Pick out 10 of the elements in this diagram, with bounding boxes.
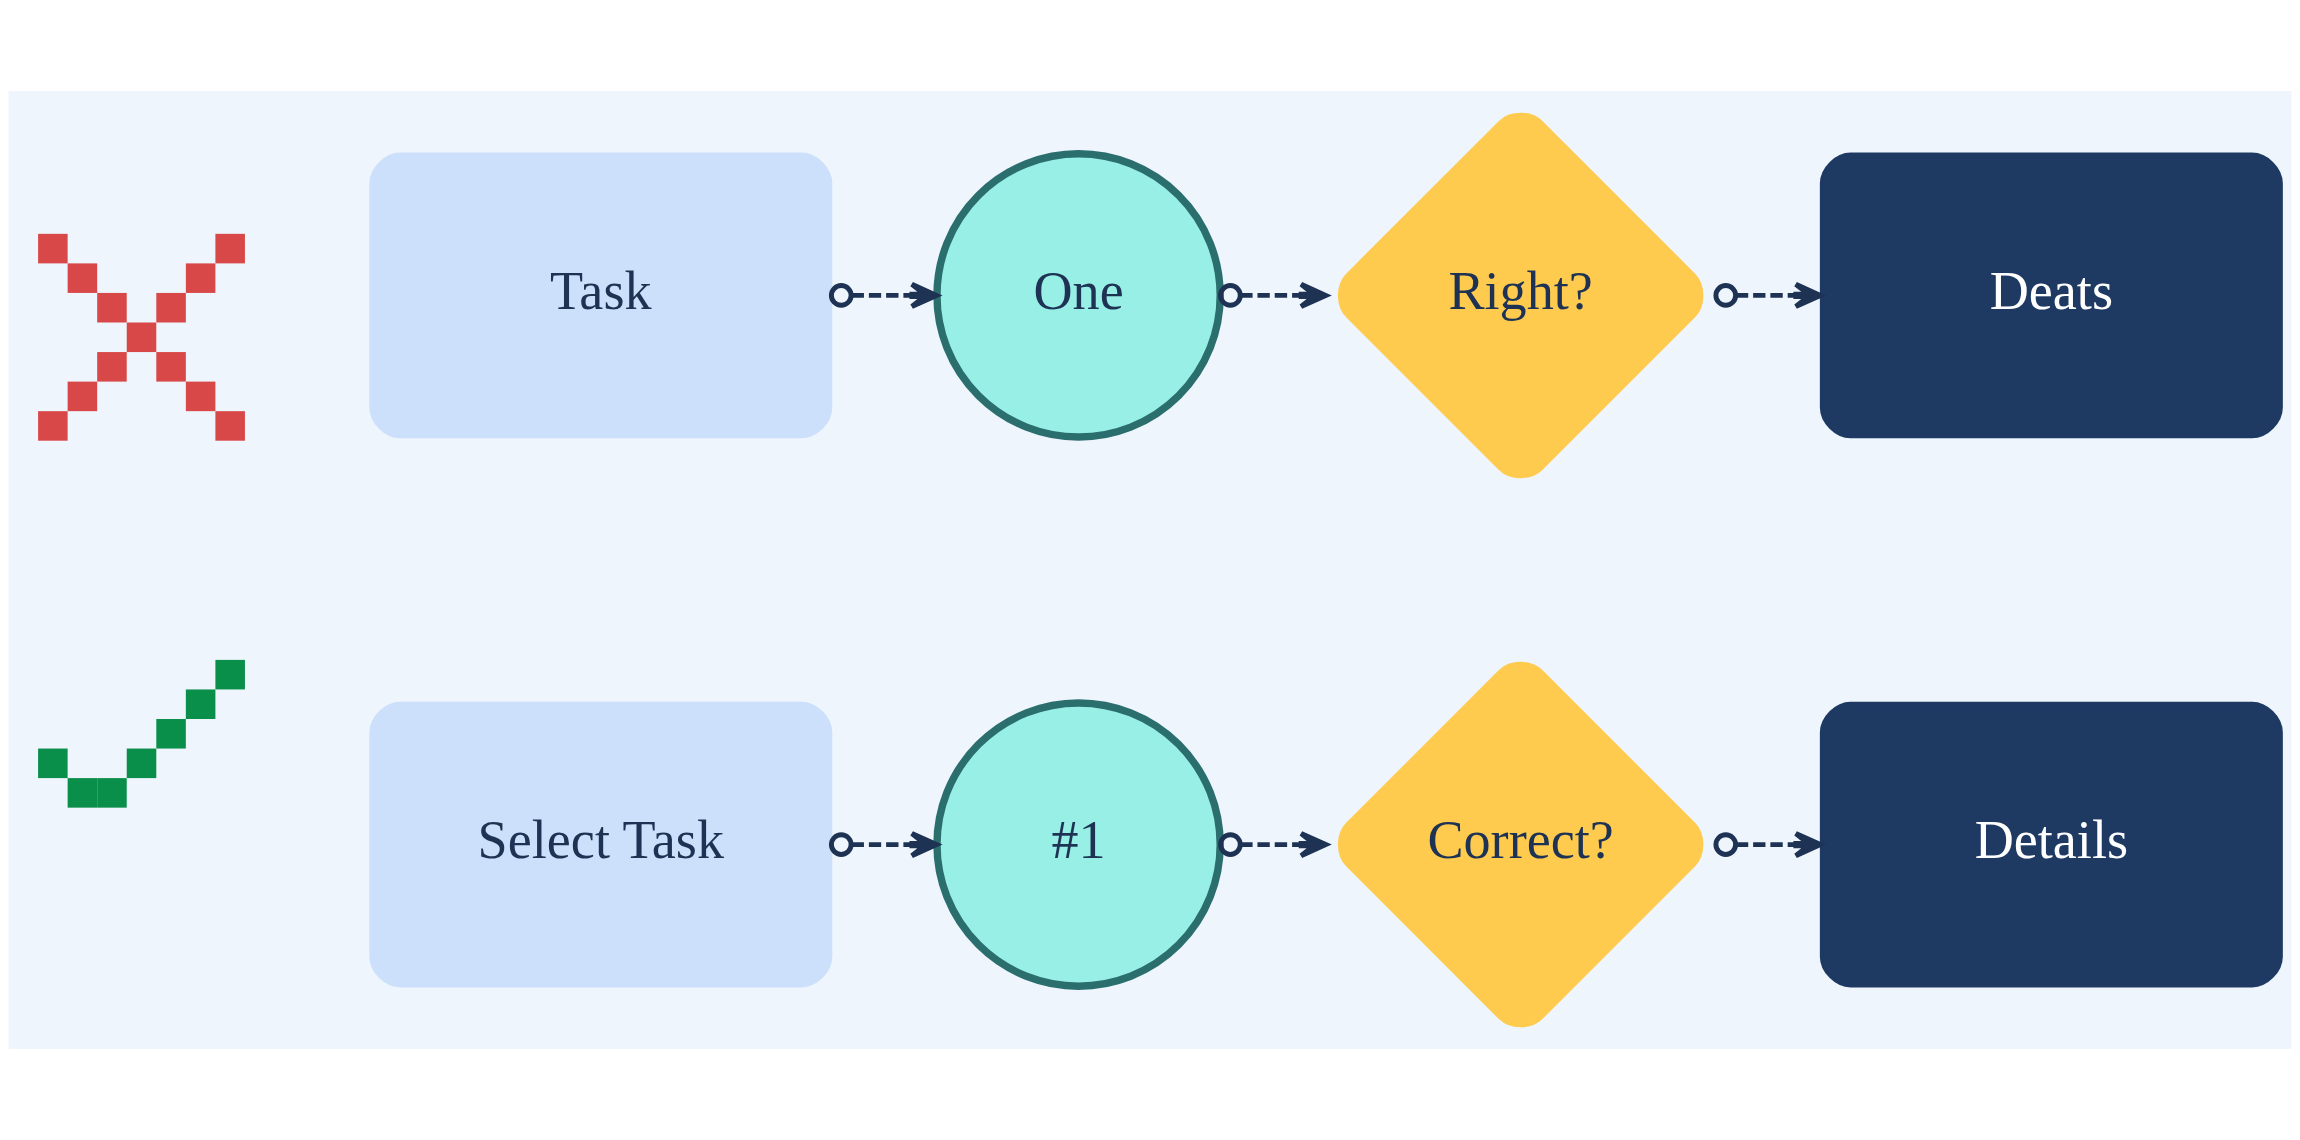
arrow (1713, 831, 1823, 859)
node-box: Select Task (369, 701, 833, 988)
node-box: Task (369, 152, 833, 439)
arrow (1713, 281, 1823, 309)
node-box: Details (1819, 701, 2283, 988)
node-circle: #1 (933, 699, 1224, 990)
node-box: Deats (1819, 152, 2283, 439)
arrow (1218, 281, 1329, 309)
arrow (1218, 831, 1329, 859)
node-circle: One (933, 150, 1224, 441)
